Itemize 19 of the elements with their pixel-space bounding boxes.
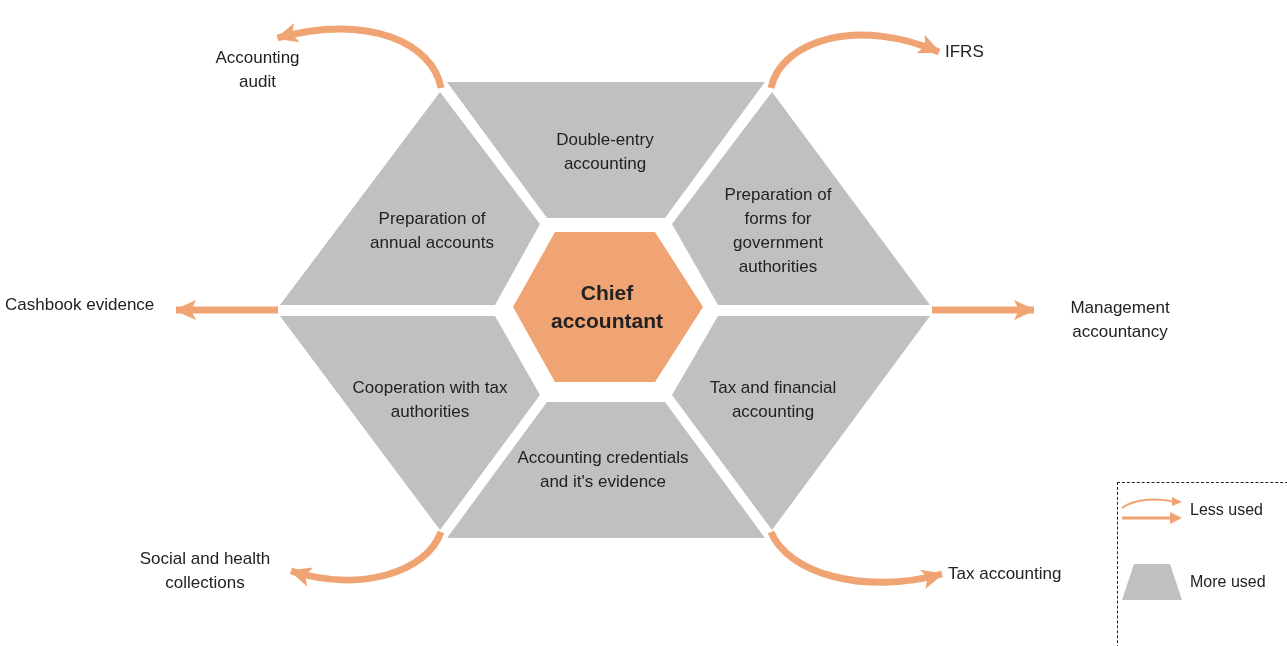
segment-label: Preparation of annual accounts [369,208,495,254]
curved-arrow [275,23,445,89]
segment-label: Preparation of forms for government authorities [723,184,833,278]
outcome-label: Management accountancy [1040,296,1200,344]
outcome-label: Accounting audit [195,46,320,94]
outcome-label: IFRS [945,40,990,64]
curved-arrow [767,31,941,90]
segment-label: Tax and financial accounting [708,377,838,423]
segment-label: Double-entry accounting [555,129,655,175]
outcome-label: Social and health collections [125,547,285,595]
legend-label: More used [1190,572,1266,592]
segment-label: Cooperation with tax authorities [351,377,509,423]
outcome-label: Tax accounting [948,562,1078,586]
curved-arrow [289,530,445,586]
outcome-label: Cashbook evidence [5,293,170,317]
center-label: Chief accountant [550,280,664,334]
segment-label: Accounting credentials and it's evidence [516,447,690,493]
curved-arrow [767,530,944,589]
legend-label: Less used [1190,500,1263,520]
